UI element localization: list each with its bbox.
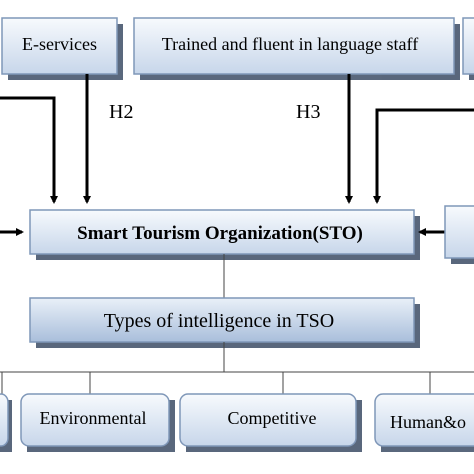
left-bottom-box-partial (0, 393, 9, 447)
sto-box (29, 209, 415, 255)
human-label: Human&o (390, 412, 466, 432)
sto-label: Smart Tourism Organization(STO) (77, 223, 363, 244)
competitive-box (179, 393, 357, 447)
eservices-label: E-services (22, 34, 97, 54)
h2-label: H2 (109, 101, 133, 123)
competitive-label: Competitive (228, 408, 317, 428)
environmental-label: Environmental (40, 408, 147, 428)
right-top-box-partial (462, 17, 474, 75)
staff-box (133, 17, 455, 75)
environmental-box (20, 393, 170, 447)
eservices-box (1, 17, 118, 75)
connector-arrows (0, 74, 474, 236)
arrow-right-outer (373, 108, 474, 204)
h3-label: H3 (296, 101, 320, 123)
arrow-left-outer (0, 96, 58, 204)
types-label: Types of intelligence in TSO (104, 310, 334, 332)
human-box (374, 393, 474, 447)
tree-connectors (0, 342, 474, 394)
right-middle-box-partial (444, 205, 474, 259)
staff-label: Trained and fluent in language staff (162, 34, 418, 54)
types-box (29, 297, 415, 343)
